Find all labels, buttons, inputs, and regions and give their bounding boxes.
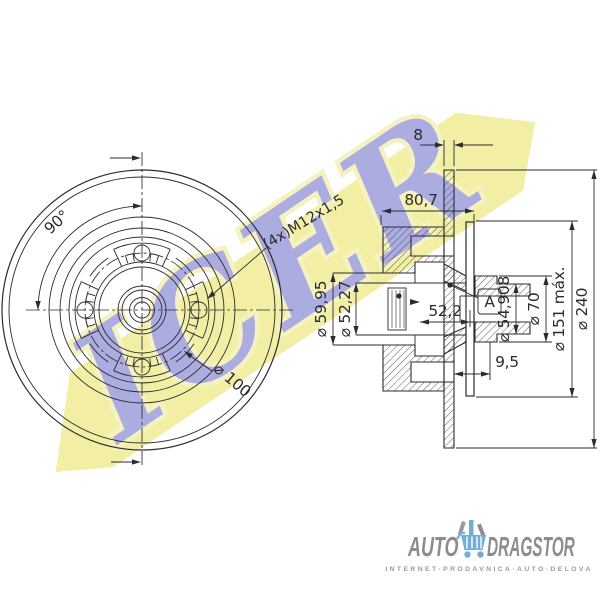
- nose-label: ⌀ 70: [525, 293, 543, 326]
- flange-max-label: ⌀ 151 máx.: [550, 267, 568, 351]
- logo-text-dragstor: DRAGSTOR: [487, 531, 575, 562]
- dim-depth-bore: 52,2: [420, 302, 471, 327]
- seat-label: ⌀ 54,908: [495, 276, 513, 342]
- seal-insert: [387, 287, 407, 331]
- dim-thickness: 8: [413, 126, 493, 166]
- footer-logo: AUTO DRAGSTOR INTERNET·PRODAVNICA·AUTO·D…: [385, 520, 592, 573]
- dim-offset: 9,5: [454, 342, 519, 380]
- logo-text-auto: AUTO: [407, 531, 458, 562]
- dim-depth-total: 80,7: [380, 191, 475, 270]
- icer-watermark: ICER: [33, 70, 536, 480]
- depth-bore-label: 52,2: [428, 302, 461, 320]
- bolt-hole-pocket: [113, 242, 195, 277]
- bore-inner-label: ⌀ 52,27: [336, 281, 354, 338]
- logo-tagline: INTERNET·PRODAVNICA·AUTO·DELOVA: [385, 566, 592, 573]
- bolt-circle: [84, 252, 200, 368]
- datum-a-balloon: A: [451, 285, 502, 315]
- dim-seat: ⌀ 54,908: [495, 276, 520, 342]
- dim-flange-max: ⌀ 151 máx.: [476, 220, 578, 398]
- depth-total-label: 80,7: [404, 191, 437, 209]
- bolt-hole: [133, 244, 151, 262]
- dim-bore-inner: ⌀ 52,27: [336, 281, 415, 338]
- disc-circles: [1, 169, 283, 451]
- dim-bore-outer: ⌀ 59,95: [312, 272, 383, 346]
- disc-outer-label: ⌀ 240: [573, 288, 591, 330]
- section-view: A 8 80,7 52,2: [312, 126, 597, 449]
- thickness-label: 8: [413, 126, 423, 144]
- bottom-axis-arrow: [111, 459, 141, 465]
- shopping-cart-icon: [456, 520, 486, 558]
- angle-label: 90°: [41, 207, 73, 238]
- top-axis-arrow: [110, 155, 141, 161]
- dim-disc-outer: ⌀ 240: [456, 169, 597, 449]
- datum-a-label: A: [484, 293, 495, 311]
- dim-nose: ⌀ 70: [499, 275, 552, 343]
- tone-ring-section: [465, 221, 475, 397]
- watermark-band: [55, 112, 536, 473]
- hub-flange-bottom-section: [382, 344, 445, 392]
- bore-outer-label: ⌀ 59,95: [312, 281, 330, 338]
- datum-marks: [396, 282, 453, 305]
- offset-label: 9,5: [495, 353, 519, 371]
